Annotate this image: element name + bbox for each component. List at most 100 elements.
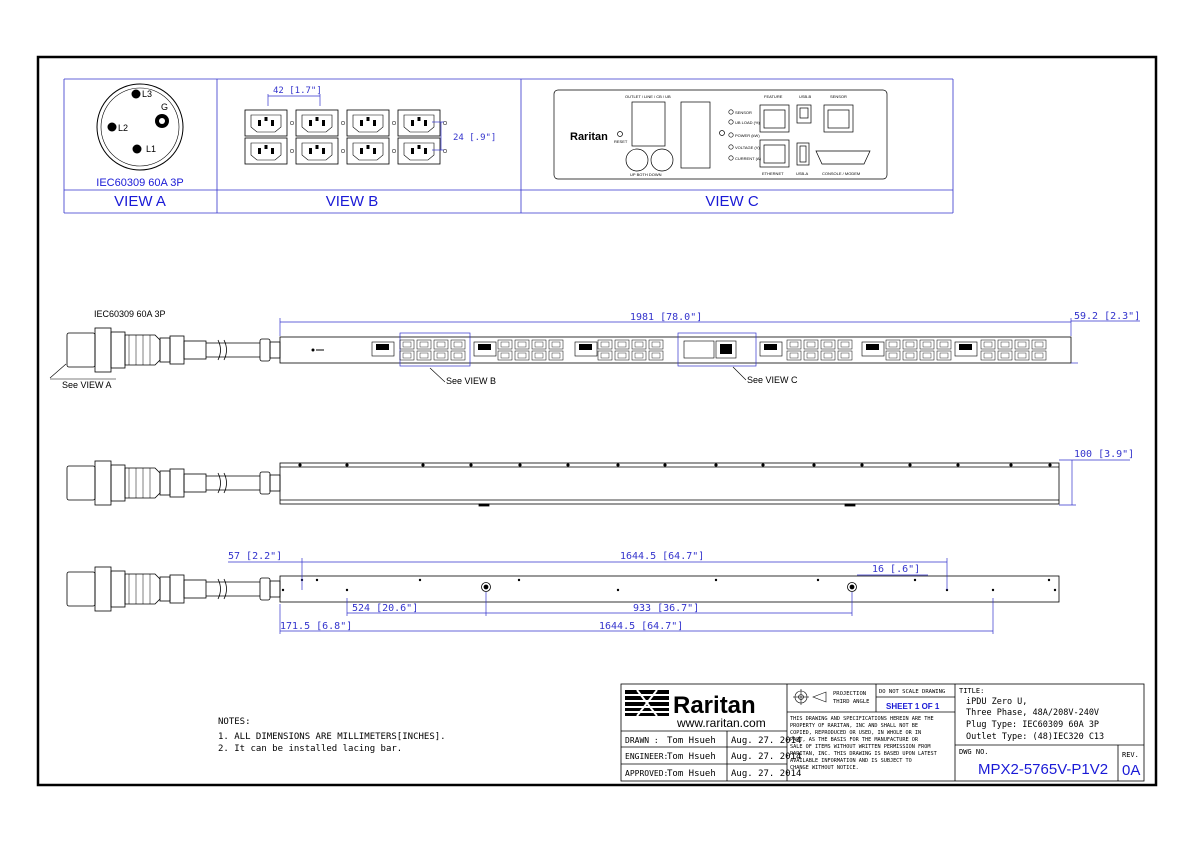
plug-assembly xyxy=(66,460,281,506)
drawn-label: DRAWN : xyxy=(625,736,659,745)
led-voltage-label: VOLTAGE (V) xyxy=(735,145,760,150)
port-feature-label: FEATURE xyxy=(764,94,783,99)
port-ethernet-label: ETHERNET xyxy=(762,171,784,176)
dim-57: 57 [2.2"] xyxy=(228,551,282,562)
front-outlet xyxy=(1031,339,1047,350)
front-outlet xyxy=(497,350,513,361)
led-power-label: POWER (kW) xyxy=(735,133,760,138)
front-outlet xyxy=(902,350,918,361)
front-outlet-banks xyxy=(311,339,1047,361)
front-outlet xyxy=(902,339,918,350)
led-ub-load-label: UB LOAD (%) xyxy=(735,120,761,125)
front-outlet xyxy=(497,339,513,350)
front-dimensions xyxy=(279,318,1140,364)
back-dimensions xyxy=(1059,459,1130,506)
raritan-logo-icon xyxy=(625,689,669,717)
front-outlet xyxy=(548,350,564,361)
pin-l3-label: L3 xyxy=(142,89,152,99)
dim-1644-top: 1644.5 [64.7"] xyxy=(620,551,704,562)
port-usb-a-label: USB-A xyxy=(796,171,809,176)
title-line-2: Three Phase, 48A/208V-240V xyxy=(966,708,1099,718)
disclaimer-line-1: THIS DRAWING AND SPECIFICATIONS HEREIN A… xyxy=(790,716,934,722)
engineer-name: Tom Hsueh xyxy=(667,752,716,762)
front-outlet xyxy=(614,350,630,361)
front-outlet xyxy=(885,350,901,361)
see-view-a-leader xyxy=(49,363,67,379)
pdu-mount-body xyxy=(279,575,1060,603)
front-outlet xyxy=(514,339,530,350)
front-outlet xyxy=(1014,350,1030,361)
note-1: 1. ALL DIMENSIONS ARE MILLIMETERS[INCHES… xyxy=(218,732,446,742)
pin-g-label: G xyxy=(161,102,168,112)
front-outlet xyxy=(837,350,853,361)
view-c-nav-label: UP BOTH DOWN xyxy=(630,172,662,177)
breaker-label xyxy=(371,341,395,357)
c13-outlet xyxy=(244,109,288,137)
breaker-label xyxy=(473,341,497,357)
dim-933: 933 [36.7"] xyxy=(633,603,699,614)
drawn-date: Aug. 27. 2014 xyxy=(731,736,801,746)
front-outlet xyxy=(450,339,466,350)
length-dimension: 1981 [78.0"] xyxy=(630,312,702,323)
front-outlet xyxy=(820,339,836,350)
engineer-date: Aug. 27. 2014 xyxy=(731,752,801,762)
c13-outlet xyxy=(397,137,441,165)
projection-label: PROJECTION xyxy=(833,691,866,697)
drawing-number: MPX2-5765V-P1V2 xyxy=(978,761,1108,778)
front-outlet xyxy=(786,350,802,361)
controller-module xyxy=(683,340,715,359)
front-outlet xyxy=(980,339,996,350)
depth-dimension: 59.2 [2.3"] xyxy=(1074,311,1140,322)
pin-l2-label: L2 xyxy=(118,123,128,133)
view-b-outlet-grid xyxy=(244,109,448,165)
front-outlet xyxy=(936,350,952,361)
c13-outlet xyxy=(295,109,339,137)
see-view-b-callout: See VIEW B xyxy=(446,376,496,386)
front-outlet xyxy=(631,339,647,350)
front-outlet xyxy=(614,339,630,350)
view-a-caption: IEC60309 60A 3P xyxy=(96,177,183,189)
title-block xyxy=(620,683,1145,782)
breaker-label xyxy=(861,341,885,357)
led-current-label: CURRENT (A) xyxy=(735,156,762,161)
plug-type-label: IEC60309 60A 3P xyxy=(94,309,166,319)
c13-outlet xyxy=(397,109,441,137)
front-outlet xyxy=(997,339,1013,350)
c13-outlet xyxy=(295,137,339,165)
front-outlet xyxy=(631,350,647,361)
front-outlet xyxy=(786,339,802,350)
front-outlet xyxy=(1031,350,1047,361)
front-outlet xyxy=(803,339,819,350)
approved-name: Tom Hsueh xyxy=(667,769,716,779)
mounting-hole xyxy=(418,578,422,582)
port-console-label: CONSOLE / MODEM xyxy=(822,171,860,176)
led-sensor-label: SENSOR xyxy=(735,110,752,115)
title-line-3: Plug Type: IEC60309 60A 3P xyxy=(966,720,1099,730)
mounting-hole xyxy=(281,588,285,592)
title-line-4: Outlet Type: (48)IEC320 C13 xyxy=(966,732,1104,742)
breaker-label xyxy=(759,341,783,357)
front-outlet xyxy=(531,350,547,361)
plug-drawings xyxy=(66,327,281,612)
view-grid xyxy=(63,78,954,214)
note-2: 2. It can be installed lacing bar. xyxy=(218,744,402,754)
third-angle-projection-icon xyxy=(793,689,827,705)
c13-outlet xyxy=(244,137,288,165)
front-outlet xyxy=(450,350,466,361)
front-outlet xyxy=(548,339,564,350)
mounting-hole xyxy=(816,578,820,582)
breaker-label xyxy=(954,341,978,357)
disclaimer-line-5: SALE OF ITEMS WITHOUT WRITTEN PERMISSION… xyxy=(790,744,931,750)
pdu-back-body xyxy=(279,462,1060,507)
front-outlet xyxy=(597,350,613,361)
pdu-front-body xyxy=(279,332,1072,367)
front-outlet xyxy=(531,339,547,350)
plug-assembly xyxy=(66,327,281,373)
see-view-c-callout: See VIEW C xyxy=(747,375,798,385)
dim-16: 16 [.6"] xyxy=(872,564,920,575)
view-a-plug-face xyxy=(96,83,184,171)
third-angle-label: THIRD ANGLE xyxy=(833,699,869,705)
front-outlet xyxy=(433,339,449,350)
drawn-name: Tom Hsueh xyxy=(667,736,716,746)
